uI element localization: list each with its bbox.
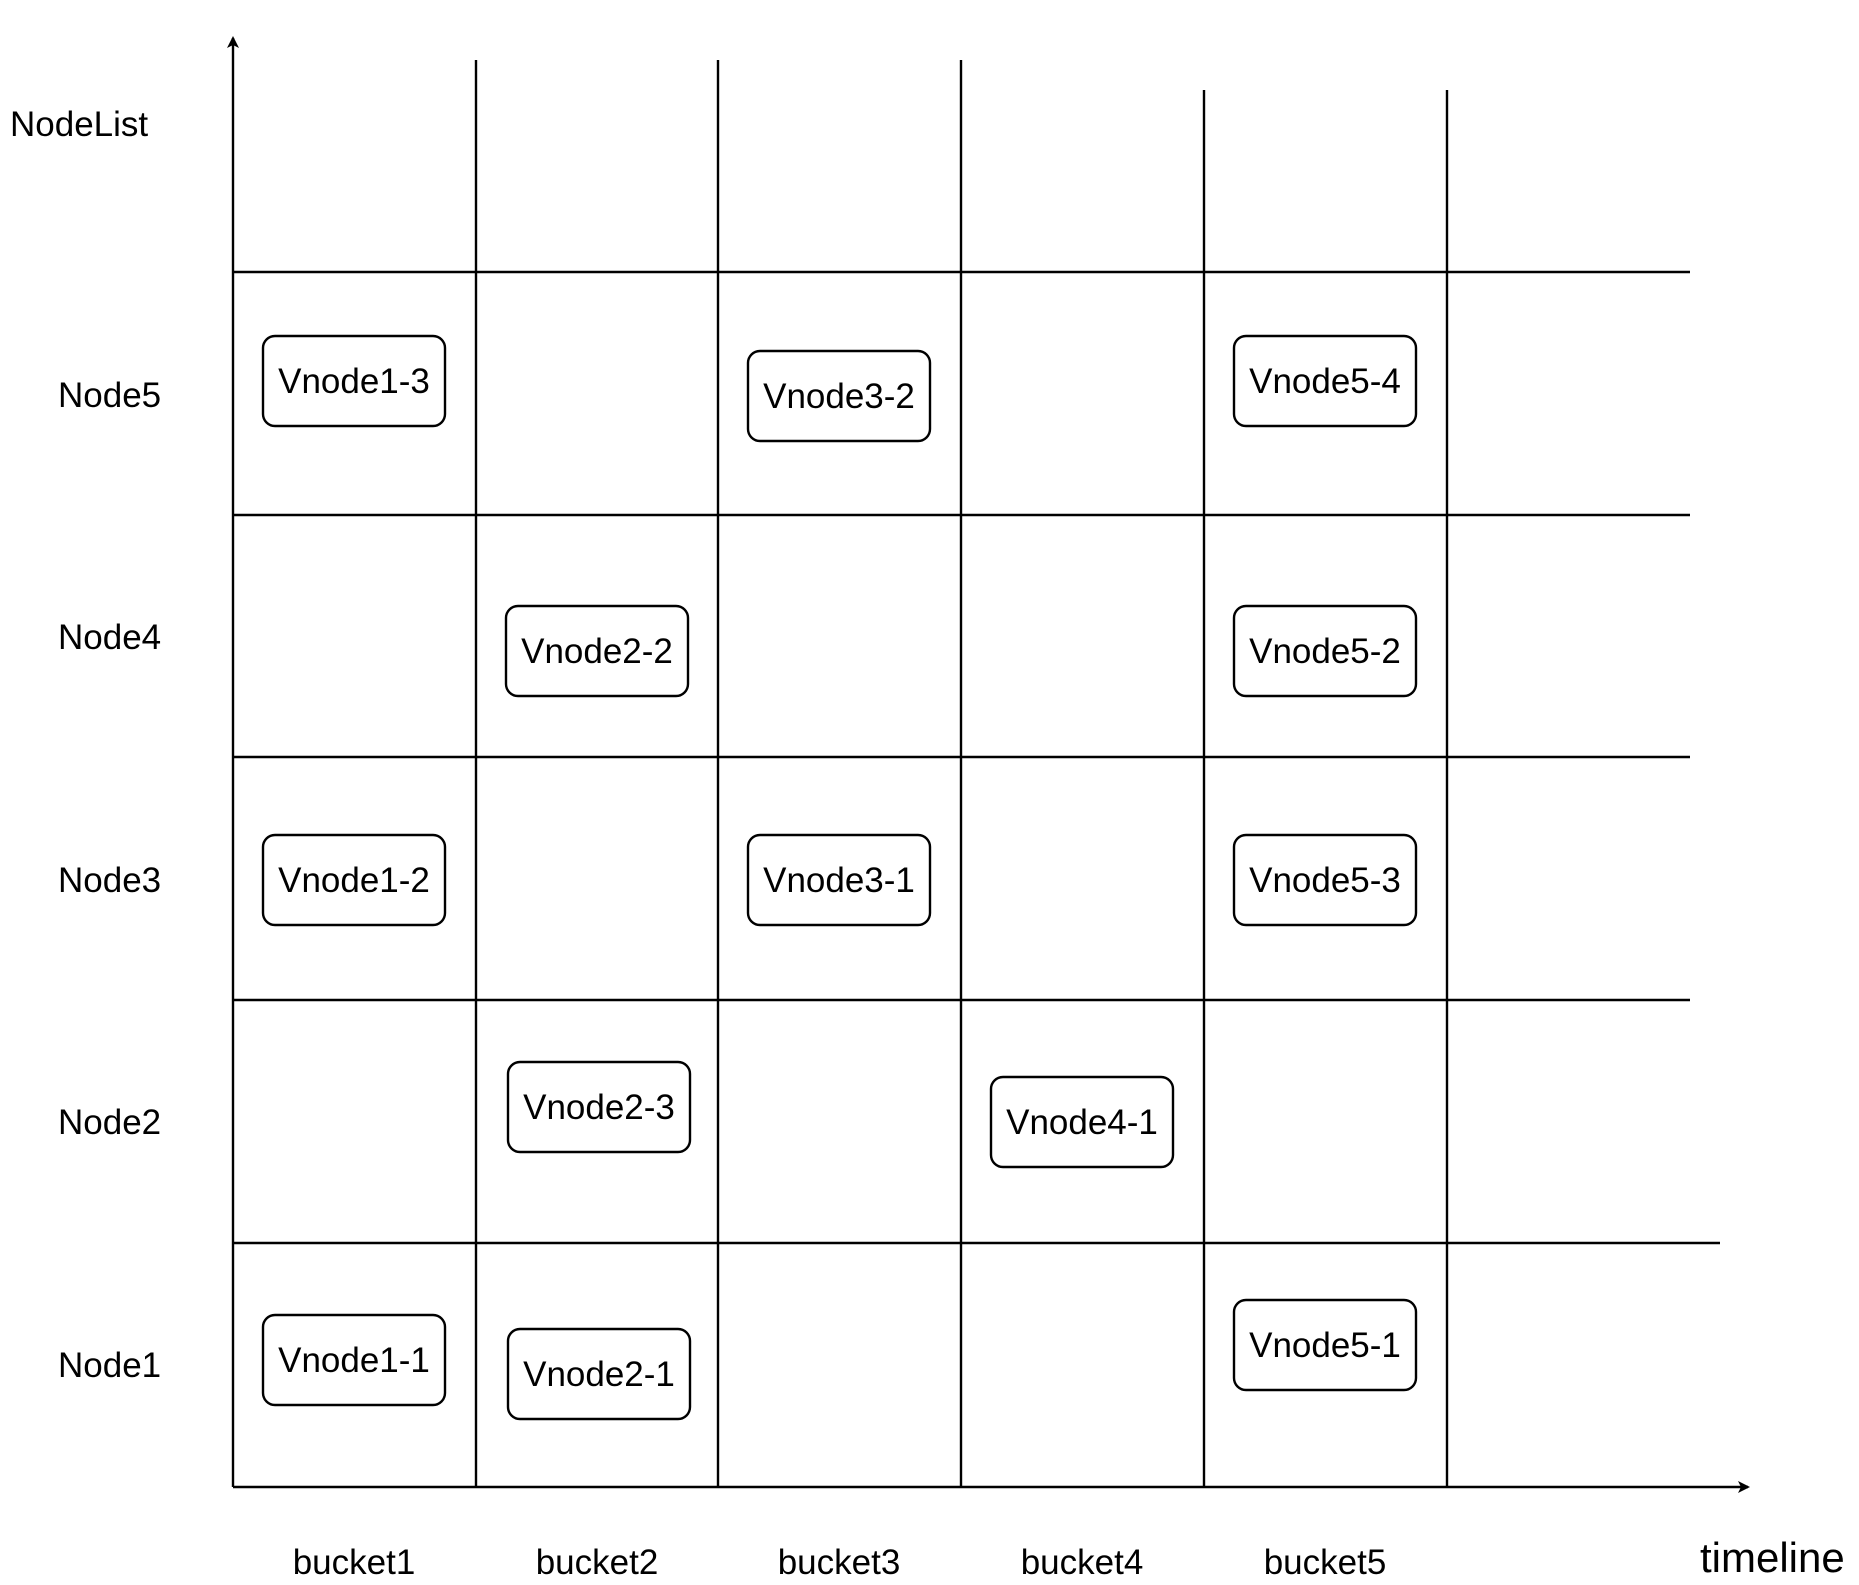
vnode-rect: [261, 1313, 447, 1407]
bucket-label-bucket3: bucket3: [778, 1543, 901, 1582]
bucket-label-bucket2: bucket2: [536, 1543, 659, 1582]
vnode-label: Vnode2-2: [521, 632, 673, 671]
vnode-rect: [261, 334, 447, 428]
vnode-label: Vnode2-3: [523, 1088, 675, 1127]
vnode-box-vnode1-1: Vnode1-1: [261, 1313, 447, 1407]
vnode-box-vnode1-2: Vnode1-2: [261, 833, 447, 927]
vnode-rect: [1232, 604, 1418, 698]
vnode-box-vnode3-2: Vnode3-2: [746, 349, 932, 443]
vnode-box-vnode5-4: Vnode5-4: [1232, 334, 1418, 428]
vnode-label: Vnode5-4: [1249, 362, 1401, 401]
vnode-box-vnode3-1: Vnode3-1: [746, 833, 932, 927]
row-label-node2: Node2: [58, 1103, 161, 1142]
vnode-rect: [1232, 1298, 1418, 1392]
vnode-box-vnode2-1: Vnode2-1: [506, 1327, 692, 1421]
bucket-labels: bucket1 bucket2 bucket3 bucket4 bucket5: [293, 1543, 1387, 1582]
row-label-node1: Node1: [58, 1346, 161, 1385]
vnode-box-vnode4-1: Vnode4-1: [989, 1075, 1175, 1169]
vnode-box-vnode5-1: Vnode5-1: [1232, 1298, 1418, 1392]
y-axis-title: NodeList: [10, 105, 148, 144]
row-label-node5: Node5: [58, 376, 161, 415]
row-label-node4: Node4: [58, 618, 161, 657]
vnode-label: Vnode4-1: [1006, 1103, 1158, 1142]
vnode-box-vnode1-3: Vnode1-3: [261, 334, 447, 428]
vnode-rect: [1232, 833, 1418, 927]
vnode-box-vnode5-2: Vnode5-2: [1232, 604, 1418, 698]
vnode-label: Vnode5-3: [1249, 861, 1401, 900]
vnode-rect: [506, 1060, 692, 1154]
bucket-label-bucket1: bucket1: [293, 1543, 416, 1582]
vnode-rect: [261, 833, 447, 927]
vnode-label: Vnode3-2: [763, 377, 915, 416]
vnode-rect: [989, 1075, 1175, 1169]
vnode-label: Vnode1-1: [278, 1341, 430, 1380]
vnode-label: Vnode5-1: [1249, 1326, 1401, 1365]
vnode-label: Vnode5-2: [1249, 632, 1401, 671]
vnode-label: Vnode3-1: [763, 861, 915, 900]
vnode-rect: [1232, 334, 1418, 428]
vnode-box-vnode5-3: Vnode5-3: [1232, 833, 1418, 927]
bucket-label-bucket5: bucket5: [1264, 1543, 1387, 1582]
vnode-rect: [504, 604, 690, 698]
vnode-rect: [746, 833, 932, 927]
bucket-label-bucket4: bucket4: [1021, 1543, 1144, 1582]
vnode-rect: [746, 349, 932, 443]
grid-lines: [233, 60, 1720, 1487]
vnode-label: Vnode1-2: [278, 861, 430, 900]
row-label-node3: Node3: [58, 861, 161, 900]
vnode-box-vnode2-2: Vnode2-2: [504, 604, 690, 698]
vnode-label: Vnode1-3: [278, 362, 430, 401]
x-axis-title: timeline: [1700, 1534, 1845, 1581]
vnode-rect: [506, 1327, 692, 1421]
vnode-box-vnode2-3: Vnode2-3: [506, 1060, 692, 1154]
vnode-label: Vnode2-1: [523, 1355, 675, 1394]
